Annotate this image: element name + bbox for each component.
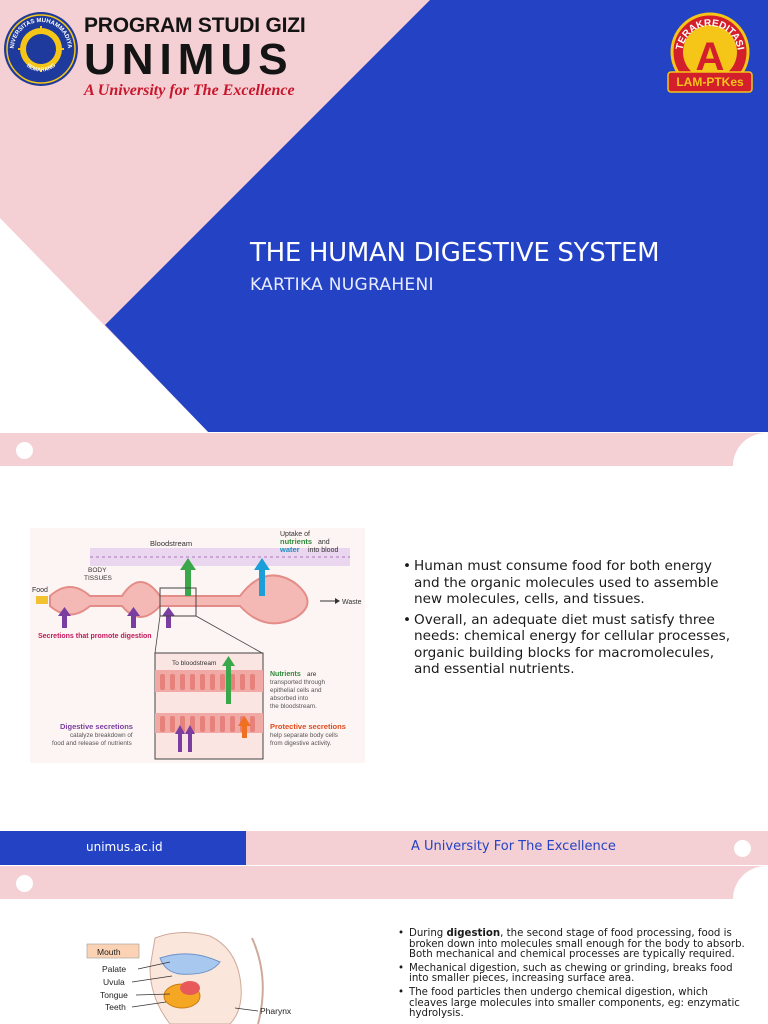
svg-text:transported through: transported through — [270, 679, 325, 686]
svg-text:the bloodstream.: the bloodstream. — [270, 703, 317, 710]
svg-text:water: water — [279, 545, 300, 554]
content-slide-diet: Bloodstream Uptake of nutrients and wate… — [0, 433, 768, 865]
svg-text:into blood: into blood — [308, 547, 338, 554]
svg-text:To bloodstream: To bloodstream — [172, 660, 216, 667]
svg-text:food and release of nutrients: food and release of nutrients — [52, 740, 132, 747]
mouth-anatomy-diagram: Mouth Palate Uvula Tongue Teeth Pharynx — [86, 932, 292, 1024]
decorative-dot — [16, 875, 33, 892]
svg-text:Digestive secretions: Digestive secretions — [60, 722, 133, 731]
diet-bullet-list: Human must consume food for both energy … — [403, 558, 733, 682]
title-slide-background — [0, 0, 768, 432]
svg-text:and: and — [318, 539, 330, 546]
svg-text:Mouth: Mouth — [97, 947, 121, 957]
digestion-bullet-list: During digestion, the second stage of fo… — [398, 928, 748, 1023]
svg-text:Food: Food — [32, 587, 48, 594]
accreditation-badge-icon: TERAKREDITASI A LAM-PTKes — [667, 12, 753, 93]
svg-text:Uvula: Uvula — [103, 977, 125, 987]
svg-text:Uptake of: Uptake of — [280, 531, 310, 538]
university-name: UNIMUS — [84, 35, 294, 84]
decorative-dot — [16, 442, 33, 459]
svg-text:Pharynx: Pharynx — [260, 1006, 292, 1016]
svg-text:absorbed into: absorbed into — [270, 695, 309, 702]
svg-text:Teeth: Teeth — [105, 1002, 126, 1012]
slide-top-band — [0, 866, 768, 899]
presentation-title: THE HUMAN DIGESTIVE SYSTEM — [250, 238, 660, 268]
svg-text:TISSUES: TISSUES — [84, 575, 112, 582]
secretion-arrows — [58, 607, 175, 628]
blue-diagonal-panel — [105, 0, 768, 432]
svg-text:Secretions that promote digest: Secretions that promote digestion — [38, 633, 152, 640]
svg-text:Palate: Palate — [102, 964, 126, 974]
svg-text:Waste: Waste — [342, 599, 362, 606]
unimus-logo: UNIVERSITAS MUHAMMADIYAH SEMARANG PROGRA… — [2, 8, 312, 99]
svg-text:are: are — [307, 671, 317, 678]
svg-text:epithelial cells and: epithelial cells and — [270, 687, 322, 694]
white-corner-triangle — [0, 218, 208, 432]
intestinal-wall-detail — [154, 652, 264, 760]
bullet-item: During digestion, the second stage of fo… — [398, 928, 748, 961]
accreditation-body: LAM-PTKes — [676, 75, 744, 89]
bullet-item: Human must consume food for both energy … — [403, 558, 733, 608]
bullet-item: The food particles then undergo chemical… — [398, 987, 748, 1020]
bold-term: digestion — [446, 928, 501, 939]
svg-text:Nutrients: Nutrients — [270, 671, 301, 678]
presentation-author: KARTIKA NUGRAHENI — [250, 275, 434, 295]
food-icon — [36, 596, 48, 604]
program-name: PROGRAM STUDI GIZI — [84, 14, 306, 37]
svg-text:Bloodstream: Bloodstream — [150, 539, 192, 548]
svg-text:BODY: BODY — [88, 567, 107, 574]
svg-text:help separate body cells: help separate body cells — [270, 732, 338, 739]
svg-text:catalyze breakdown of: catalyze breakdown of — [70, 732, 133, 739]
footer-tagline: A University For The Excellence — [411, 839, 616, 854]
bullet-item: Overall, an adequate diet must satisfy t… — [403, 612, 733, 678]
svg-text:nutrients: nutrients — [280, 537, 312, 546]
university-seal-icon: UNIVERSITAS MUHAMMADIYAH SEMARANG — [2, 10, 78, 86]
mouth-label-box — [86, 943, 140, 959]
decorative-dot — [734, 840, 751, 857]
svg-text:Tongue: Tongue — [100, 990, 128, 1000]
digestive-tract — [49, 574, 309, 625]
bullet-item: Mechanical digestion, such as chewing or… — [398, 963, 748, 985]
title-slide: UNIVERSITAS MUHAMMADIYAH SEMARANG PROGRA… — [0, 0, 768, 432]
footer-url: unimus.ac.id — [86, 840, 163, 854]
footer-blue-block — [0, 831, 246, 865]
svg-text:SEMARANG: SEMARANG — [25, 63, 57, 74]
university-tagline: A University for The Excellence — [84, 82, 295, 99]
content-slide-digestion: Mouth Palate Uvula Tongue Teeth Pharynx … — [0, 866, 768, 1024]
nutrient-uptake-arrow — [180, 558, 196, 570]
slide-top-band — [0, 433, 768, 466]
digestion-overview-diagram: Bloodstream Uptake of nutrients and wate… — [30, 528, 365, 763]
svg-text:Protective secretions: Protective secretions — [270, 722, 346, 731]
bloodstream-band — [90, 548, 350, 566]
water-uptake-arrow — [254, 558, 270, 570]
svg-text:from digestive activity.: from digestive activity. — [270, 740, 332, 747]
